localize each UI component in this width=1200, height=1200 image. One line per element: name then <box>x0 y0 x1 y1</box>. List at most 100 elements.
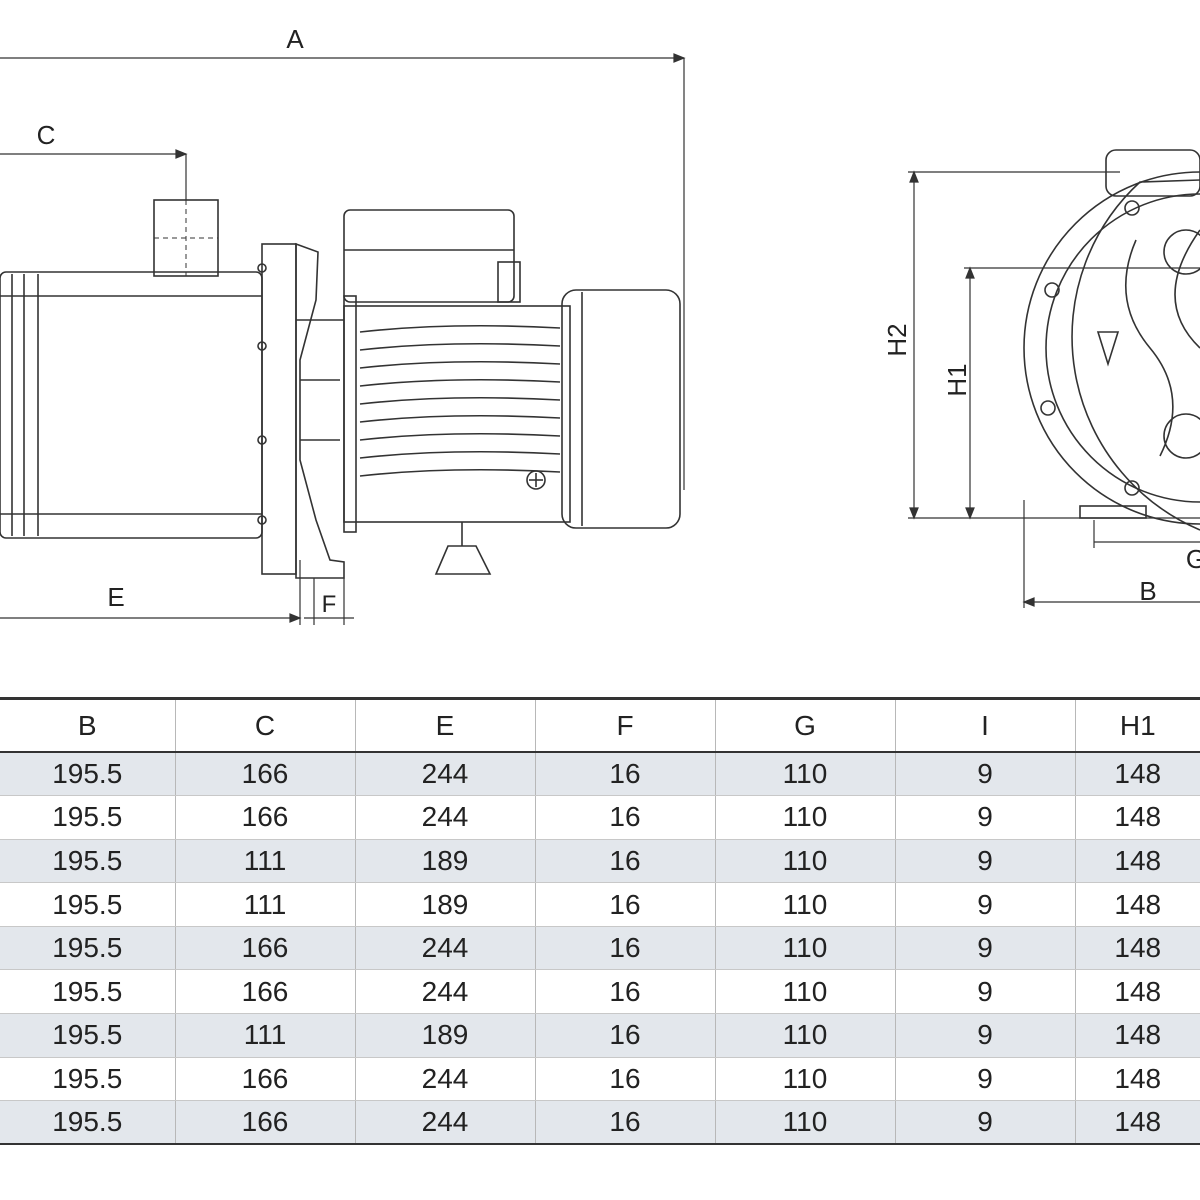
dim-label-e: E <box>107 582 124 612</box>
table-cell: 166 <box>174 1057 355 1102</box>
table-cell: 110 <box>714 926 895 971</box>
table-cell: 110 <box>714 969 895 1015</box>
table-cell: 189 <box>354 839 535 884</box>
table-cell: 166 <box>174 752 355 797</box>
col-header-b: B <box>0 700 175 753</box>
table-cell: 166 <box>174 969 355 1015</box>
table-cell: 16 <box>534 969 715 1015</box>
table-cell: 189 <box>354 1013 535 1058</box>
table-cell: 244 <box>354 1100 535 1146</box>
terminal-box <box>343 209 521 303</box>
table-cell: 166 <box>174 795 355 840</box>
col-header-c: C <box>174 700 355 753</box>
front-view-flange <box>1023 149 1200 531</box>
table-cell: 195.5 <box>0 839 175 884</box>
table-cell: 244 <box>354 1057 535 1102</box>
table-cell: 189 <box>354 882 535 927</box>
table-cell: 148 <box>1074 839 1200 884</box>
table-cell: 16 <box>534 795 715 840</box>
dim-label-h1: H1 <box>942 363 972 396</box>
table-cell: 111 <box>174 882 355 927</box>
table-cell: 244 <box>354 926 535 971</box>
table-cell: 148 <box>1074 882 1200 927</box>
table-header-row: B C E F G I H1 <box>0 700 1200 753</box>
dim-label-a: A <box>286 24 304 54</box>
col-header-e: E <box>354 700 535 753</box>
table-cell: 16 <box>534 752 715 797</box>
table-cell: 16 <box>534 839 715 884</box>
table-cell: 9 <box>894 1013 1075 1058</box>
table-cell: 111 <box>174 839 355 884</box>
table-cell: 16 <box>534 1100 715 1146</box>
table-cell: 195.5 <box>0 1057 175 1102</box>
table-cell: 195.5 <box>0 795 175 840</box>
table-cell: 195.5 <box>0 882 175 927</box>
table-cell: 110 <box>714 1057 895 1102</box>
table-cell: 9 <box>894 752 1075 797</box>
table-cell: 148 <box>1074 795 1200 840</box>
table-cell: 9 <box>894 795 1075 840</box>
table-cell: 110 <box>714 795 895 840</box>
table-cell: 16 <box>534 1057 715 1102</box>
table-cell: 244 <box>354 752 535 797</box>
table-cell: 111 <box>174 1013 355 1058</box>
table-cell: 110 <box>714 1100 895 1146</box>
table-cell: 195.5 <box>0 752 175 797</box>
table-cell: 16 <box>534 1013 715 1058</box>
motor-foot <box>434 522 492 575</box>
table-cell: 16 <box>534 926 715 971</box>
table-cell: 110 <box>714 839 895 884</box>
table-cell: 9 <box>894 839 1075 884</box>
table-cell: 110 <box>714 882 895 927</box>
col-header-g: G <box>714 700 895 753</box>
discharge-outlet <box>153 199 219 277</box>
table-cell: 148 <box>1074 1100 1200 1146</box>
table-top-rule <box>0 697 1200 700</box>
table-cell: 166 <box>174 926 355 971</box>
dimension-lines-side <box>0 53 686 625</box>
table-cell: 9 <box>894 882 1075 927</box>
table-cell: 148 <box>1074 752 1200 797</box>
table-cell: 9 <box>894 1100 1075 1146</box>
table-cell: 148 <box>1074 926 1200 971</box>
table-cell: 148 <box>1074 1057 1200 1102</box>
table-cell: 195.5 <box>0 1013 175 1058</box>
table-cell: 9 <box>894 969 1075 1015</box>
dim-label-c: C <box>37 120 56 150</box>
table-cell: 9 <box>894 1057 1075 1102</box>
fan-cover <box>561 289 681 529</box>
table-cell: 148 <box>1074 1013 1200 1058</box>
table-cell: 9 <box>894 926 1075 971</box>
dim-label-b: B <box>1139 576 1156 606</box>
dim-label-f: F <box>322 591 337 618</box>
table-cell: 16 <box>534 882 715 927</box>
pump-casing <box>0 271 263 539</box>
table-cell: 195.5 <box>0 926 175 971</box>
col-header-h1: H1 <box>1074 700 1200 753</box>
table-cell: 166 <box>174 1100 355 1146</box>
table-cell: 148 <box>1074 969 1200 1015</box>
table-cell: 244 <box>354 795 535 840</box>
pump-technical-drawing: A C E F H2 H1 G B <box>0 24 1200 625</box>
pump-flange <box>257 242 345 579</box>
dim-label-g: G <box>1186 544 1200 574</box>
table-cell: 195.5 <box>0 1100 175 1146</box>
col-header-f: F <box>534 700 715 753</box>
table-cell: 244 <box>354 969 535 1015</box>
table-cell: 195.5 <box>0 969 175 1015</box>
col-header-i: I <box>894 700 1075 753</box>
table-cell: 110 <box>714 752 895 797</box>
dimension-lines-front <box>908 170 1200 608</box>
dim-label-h2: H2 <box>882 323 912 356</box>
table-cell: 110 <box>714 1013 895 1058</box>
